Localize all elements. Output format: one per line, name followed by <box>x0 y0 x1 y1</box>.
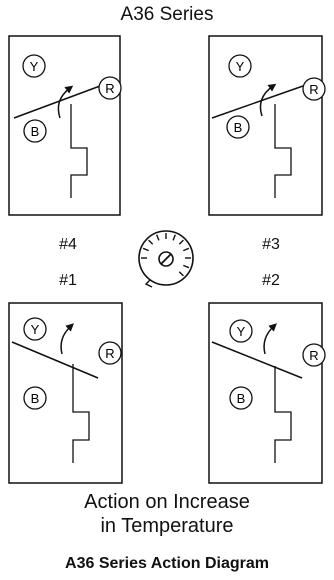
switch-3-terminal-r <box>302 77 326 101</box>
switch-1-action-arrow <box>60 323 74 355</box>
switch-2-number: #2 <box>262 272 280 289</box>
switch-4-frame <box>8 35 121 216</box>
switch-4-number: #4 <box>59 236 77 253</box>
switch-1-terminal-r <box>98 341 122 365</box>
switch-4-terminal-b <box>23 119 47 143</box>
switch-2-terminal-y-label: Y <box>237 324 246 339</box>
switch-2-terminal-y <box>229 319 253 343</box>
switch-4-action-arrow <box>57 85 74 119</box>
switch-1-terminal-y <box>23 317 47 341</box>
switch-3-arm <box>211 85 304 119</box>
switch-3: Y R B <box>208 35 326 216</box>
figure-title: A36 Series Action Diagram <box>65 555 269 572</box>
switch-3-terminal-r-label: R <box>309 82 318 97</box>
switch-2-action-arrow <box>263 323 277 355</box>
switch-2-terminal-b-label: B <box>237 391 246 406</box>
switch-3-terminal-y <box>228 54 252 78</box>
caption-line-1: Action on Increase <box>84 491 250 513</box>
switch-2-terminal-r <box>302 343 326 367</box>
switch-2-arm <box>211 341 303 379</box>
switch-4-terminal-r-label: R <box>105 81 114 96</box>
switch-2-terminal-r-label: R <box>309 348 318 363</box>
switch-3-number: #3 <box>262 236 280 253</box>
switch-4-terminal-y <box>22 54 46 78</box>
switch-2-terminal-b <box>229 386 253 410</box>
switch-1-plunger <box>72 364 90 463</box>
diagram-title: A36 Series <box>120 4 214 25</box>
switch-1-number: #1 <box>59 272 77 289</box>
switch-1-frame <box>8 302 123 484</box>
caption-line-2: in Temperature <box>100 515 234 537</box>
switch-4: Y R B <box>8 35 122 216</box>
switch-3-plunger <box>274 104 292 198</box>
switch-1: Y R B <box>8 302 123 484</box>
switch-3-terminal-b-label: B <box>234 120 243 135</box>
switch-3-terminal-b <box>226 115 250 139</box>
switch-1-terminal-b-label: B <box>31 391 40 406</box>
switch-4-terminal-b-label: B <box>31 124 40 139</box>
switch-2-plunger <box>274 366 292 463</box>
switch-1-terminal-r-label: R <box>105 346 114 361</box>
switch-3-action-arrow <box>259 83 277 117</box>
switch-3-terminal-y-label: Y <box>236 59 245 74</box>
switch-4-plunger <box>70 104 88 198</box>
switch-4-terminal-r <box>98 76 122 100</box>
switch-3-frame <box>208 35 323 216</box>
switch-2-frame <box>208 302 323 484</box>
adjustment-dial-icon <box>138 230 194 288</box>
switch-4-terminal-y-label: Y <box>30 59 39 74</box>
switch-1-terminal-y-label: Y <box>31 322 40 337</box>
switch-1-arm <box>11 341 99 379</box>
switch-4-arm <box>13 85 101 119</box>
switch-1-terminal-b <box>23 386 47 410</box>
switch-2: Y R B <box>208 302 326 484</box>
